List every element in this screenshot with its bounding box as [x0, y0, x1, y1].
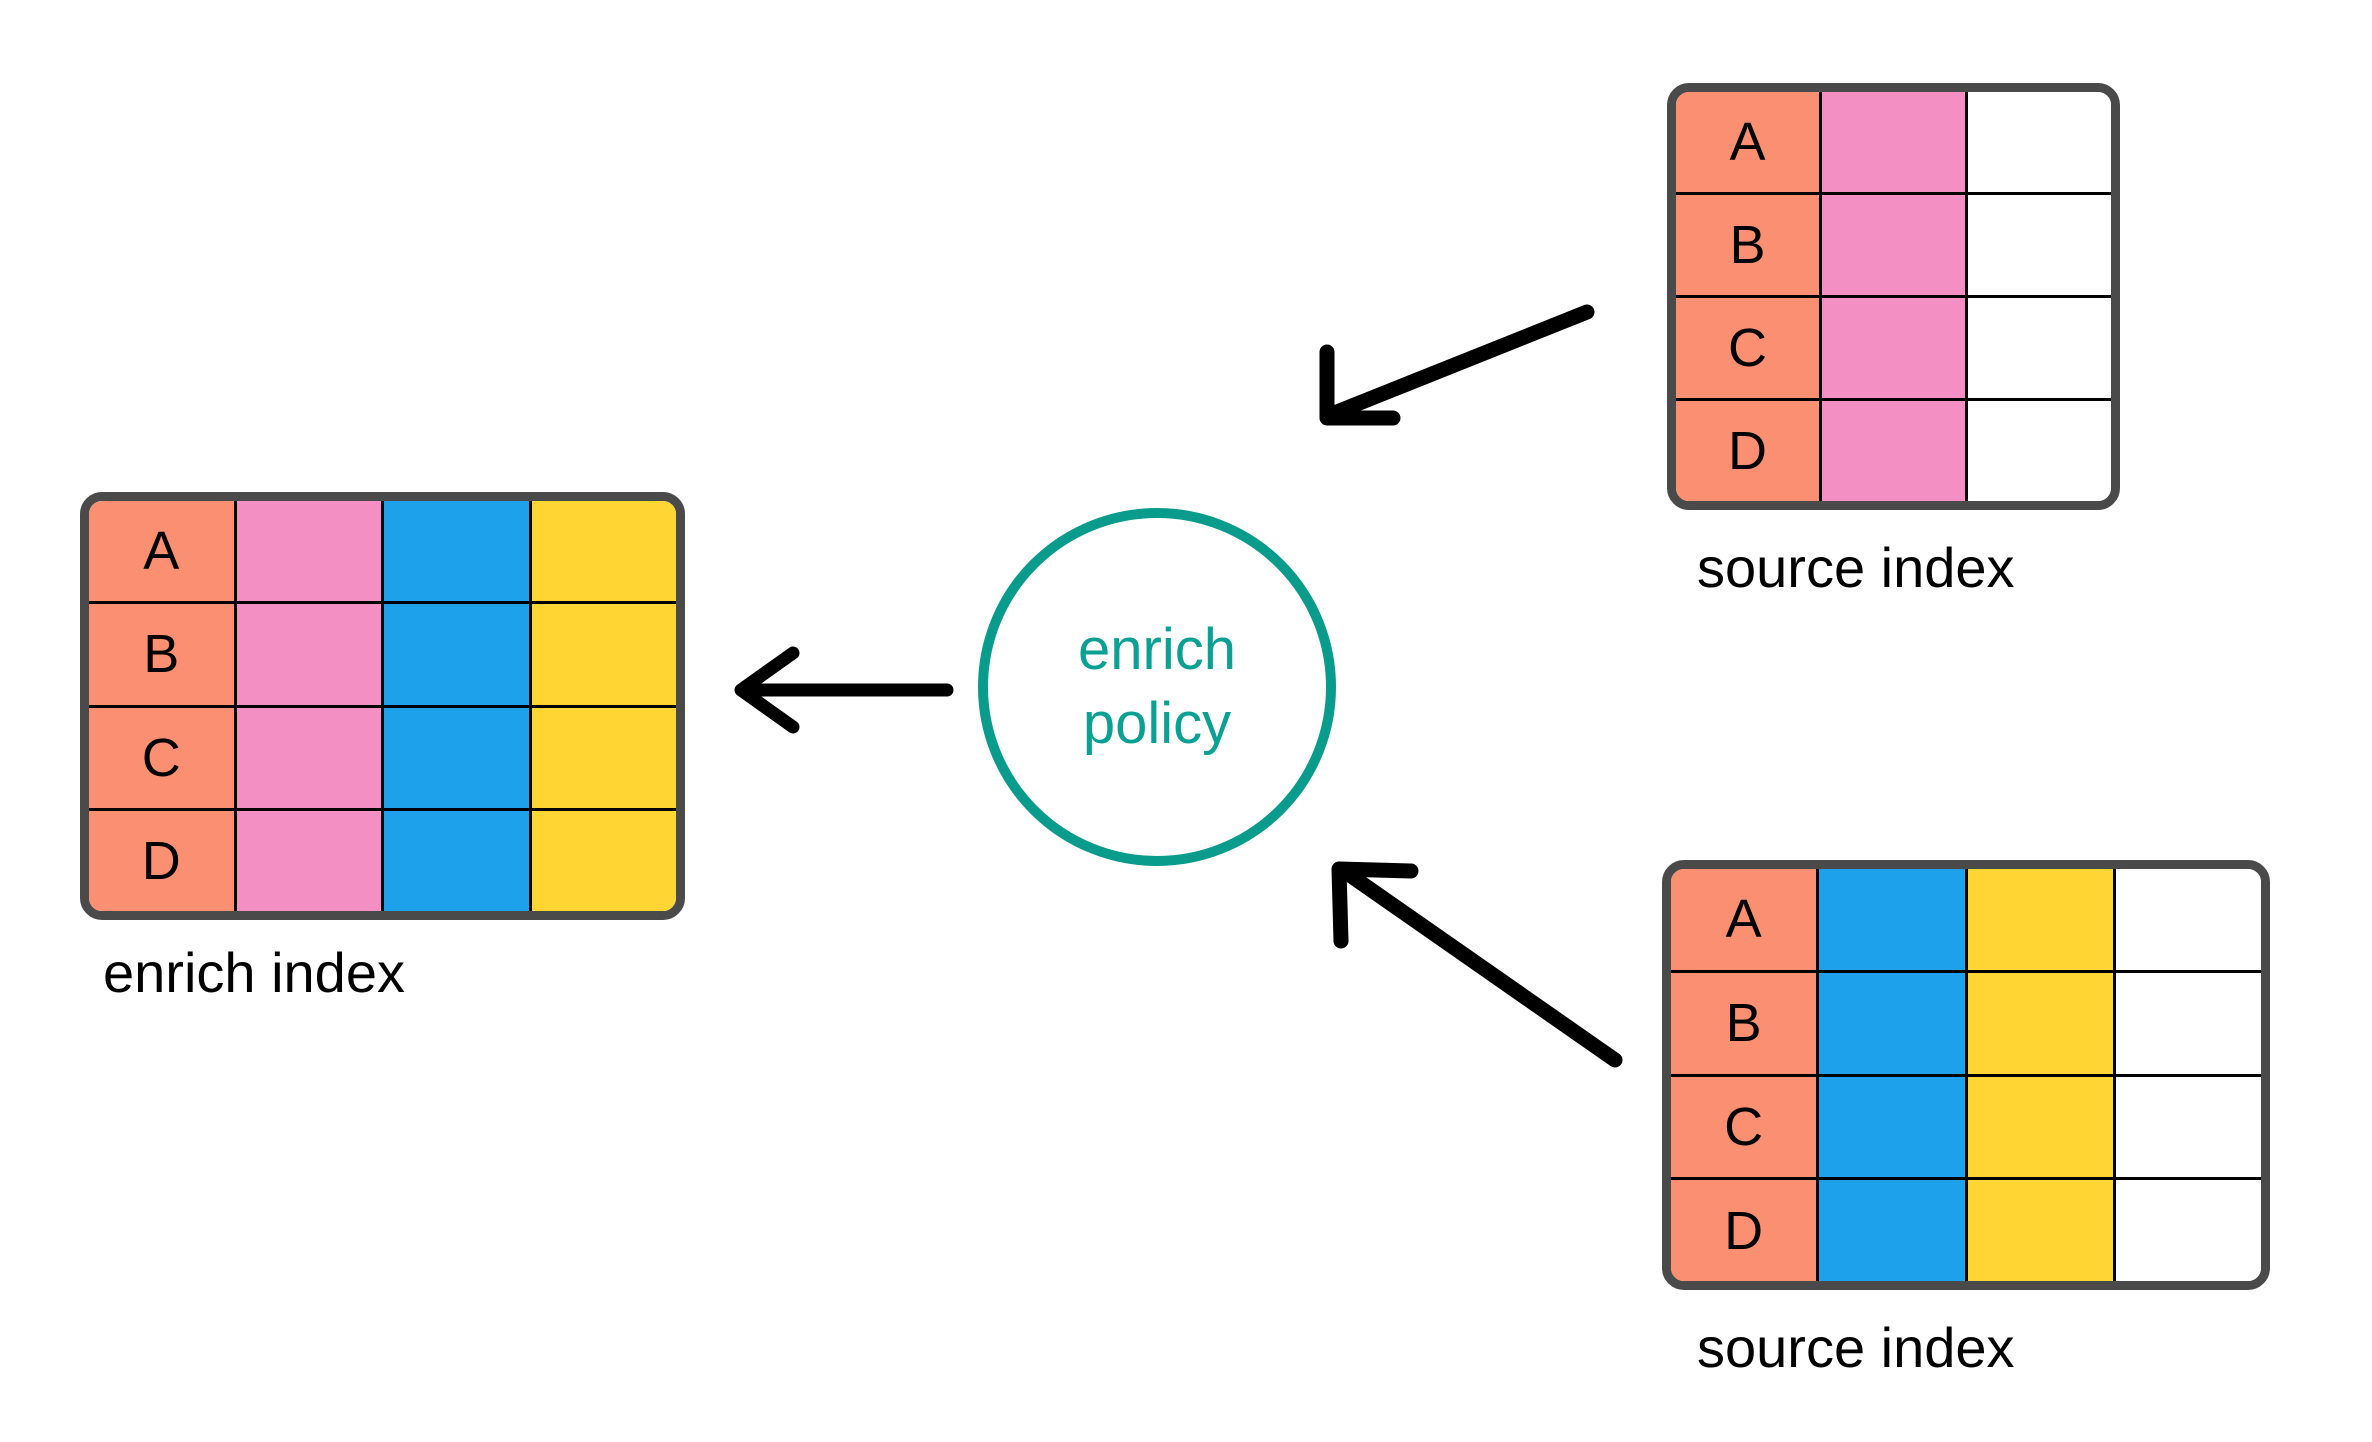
row-key-label: A [143, 521, 180, 582]
table-row: A [1676, 92, 2111, 195]
source-index-top-table: A B C D [1667, 83, 2120, 510]
table-row: C [1671, 1076, 2261, 1181]
table-row: B [89, 604, 676, 708]
enrich-index-caption: enrich index [103, 941, 405, 1004]
source-top-cell-a-key: A [1676, 92, 1822, 192]
source-bottom-cell-d-yellow [1967, 1180, 2116, 1281]
row-key-label: A [1725, 889, 1762, 950]
source-bottom-cell-a-yellow [1967, 869, 2116, 970]
enrich-cell-a-yellow [531, 501, 676, 602]
source-bottom-cell-d-empty [2115, 1180, 2261, 1281]
source-top-cell-b-empty [1968, 195, 2111, 295]
source-top-cell-d-empty [1968, 401, 2111, 501]
source-top-cell-a-pink [1822, 92, 1968, 192]
row-key-label: D [141, 830, 181, 891]
enrich-cell-d-key: D [89, 810, 237, 911]
enrich-policy-line-1: enrich [1078, 616, 1236, 682]
enrich-cell-d-yellow [531, 810, 676, 911]
source-bottom-cell-c-key: C [1671, 1076, 1820, 1178]
source-bottom-cell-a-key: A [1671, 869, 1820, 970]
row-key-label: C [1728, 318, 1767, 378]
enrich-cell-c-yellow [531, 707, 676, 808]
arrow-policy-to-enrich-index [734, 646, 954, 734]
source-bottom-cell-d-blue [1819, 1180, 1968, 1281]
enrich-cell-d-pink [236, 810, 384, 911]
source-bottom-cell-b-blue [1819, 972, 1968, 1074]
enrich-cell-a-pink [236, 501, 384, 602]
enrich-cell-c-pink [236, 707, 384, 808]
arrow-bottom-source-to-policy [1331, 861, 1623, 1068]
table-row: C [89, 707, 676, 811]
row-key-label: D [1728, 421, 1767, 481]
enrich-cell-b-key: B [89, 604, 237, 705]
row-key-label: D [1724, 1200, 1764, 1261]
enrich-index-table: A B C [80, 492, 685, 920]
source-top-cell-c-key: C [1676, 298, 1822, 398]
source-top-cell-d-pink [1822, 401, 1968, 501]
table-row: B [1671, 972, 2261, 1077]
enrich-policy-line-2: policy [1082, 691, 1232, 756]
table-row: A [1671, 869, 2261, 973]
source-top-cell-b-pink [1822, 195, 1968, 295]
source-bottom-cell-c-blue [1819, 1076, 1968, 1178]
table-row: A [89, 501, 676, 605]
source-bottom-cell-b-yellow [1967, 972, 2116, 1074]
source-top-cell-c-empty [1968, 298, 2111, 398]
row-key-label: B [1725, 993, 1762, 1054]
row-key-label: C [1724, 1096, 1764, 1157]
source-bottom-cell-b-key: B [1671, 972, 1820, 1074]
row-key-label: A [1729, 112, 1766, 172]
enrich-cell-a-key: A [89, 501, 237, 602]
table-row: C [1676, 298, 2111, 401]
source-bottom-cell-b-empty [2115, 972, 2261, 1074]
source-bottom-cell-c-empty [2115, 1076, 2261, 1178]
source-top-cell-b-key: B [1676, 195, 1822, 295]
table-row: D [89, 810, 676, 911]
enrich-policy-node: enrich policy [978, 508, 1336, 866]
enrich-cell-b-yellow [531, 604, 676, 705]
source-bottom-cell-d-key: D [1671, 1180, 1820, 1281]
row-key-label: B [1729, 215, 1766, 275]
source-top-cell-c-pink [1822, 298, 1968, 398]
enrich-cell-c-key: C [89, 707, 237, 808]
table-row: B [1676, 195, 2111, 298]
source-bottom-cell-c-yellow [1967, 1076, 2116, 1178]
enrich-cell-d-blue [384, 810, 532, 911]
source-top-cell-d-key: D [1676, 401, 1822, 501]
enrich-index-block: A B C [80, 492, 685, 920]
source-bottom-cell-a-blue [1819, 869, 1968, 970]
source-index-top-caption: source index [1697, 536, 2015, 599]
source-index-bottom-table: A B C [1662, 860, 2270, 1290]
source-index-bottom-block: A B C [1662, 860, 2270, 1290]
source-bottom-cell-a-empty [2115, 869, 2261, 970]
enrich-cell-b-pink [236, 604, 384, 705]
table-row: D [1676, 401, 2111, 501]
enrich-cell-c-blue [384, 707, 532, 808]
row-key-label: B [143, 624, 180, 685]
enrich-cell-b-blue [384, 604, 532, 705]
source-top-cell-a-empty [1968, 92, 2111, 192]
enrich-cell-a-blue [384, 501, 532, 602]
source-index-top-block: A B C D [1667, 83, 2120, 510]
row-key-label: C [141, 727, 181, 788]
source-index-bottom-caption: source index [1697, 1316, 2015, 1379]
table-row: D [1671, 1180, 2261, 1281]
arrow-top-source-to-policy [1319, 304, 1595, 426]
